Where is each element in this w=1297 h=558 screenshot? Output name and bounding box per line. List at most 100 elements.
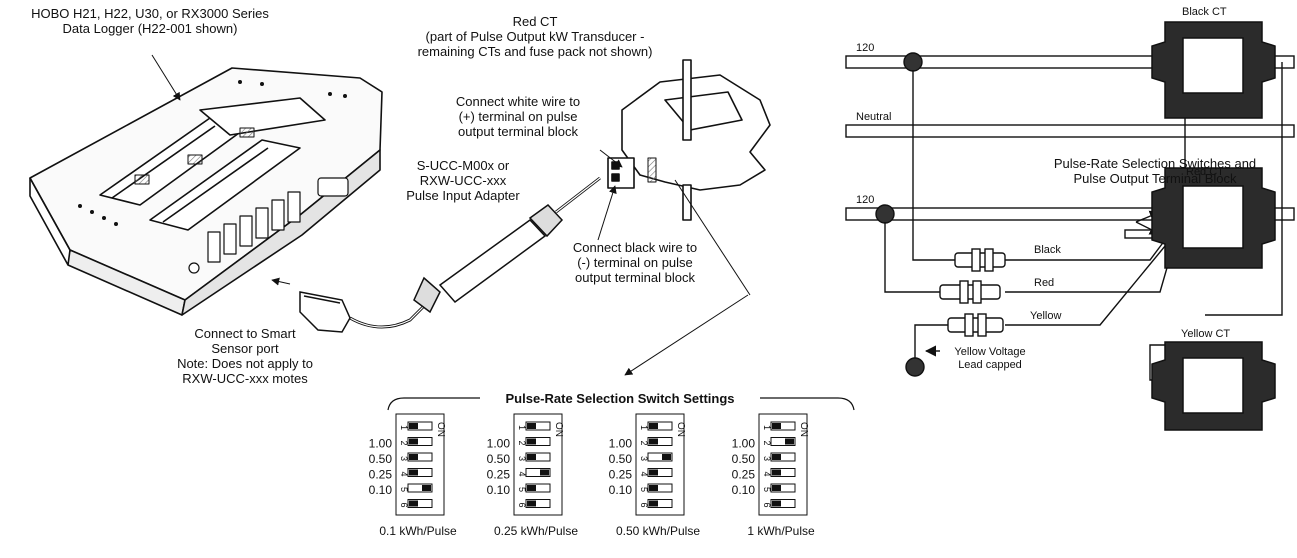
switch-number: 4 — [399, 472, 409, 477]
adapter-label-line1: S-UCC-M00x or — [416, 158, 510, 173]
switch-number: 2 — [762, 441, 772, 446]
switch-slot — [525, 437, 551, 446]
settings-bracket — [387, 397, 855, 411]
red-ct — [1151, 167, 1276, 269]
dip-housing — [513, 413, 563, 516]
rate-label: 0.10 — [609, 483, 633, 497]
switch-slot — [407, 468, 433, 477]
switch-number: 6 — [639, 503, 649, 508]
switch-number: 3 — [399, 456, 409, 461]
capped-lead-label-line2: Lead capped — [958, 359, 1022, 371]
switch-number: 2 — [399, 441, 409, 446]
switch-lever-off — [527, 485, 536, 491]
switch-caption: 0.25 kWh/Pulse — [494, 524, 578, 538]
pulse-input-adapter — [299, 176, 601, 333]
switch-slot — [407, 499, 433, 508]
red-ct-wiring-label: Red CT — [1186, 166, 1224, 178]
switch-slot — [770, 499, 796, 508]
logger-arrow — [151, 54, 181, 101]
rate-label: 0.10 — [487, 483, 511, 497]
switch-number: 1 — [762, 425, 772, 430]
switch-lever-off — [772, 454, 781, 460]
switch-number: 2 — [517, 441, 527, 446]
switch-lever-off — [772, 469, 781, 476]
switch-number: 3 — [762, 456, 772, 461]
switch-number: 5 — [517, 487, 527, 492]
switch-lever-off — [527, 423, 536, 429]
black-wire-label-line1: Connect black wire to — [572, 240, 698, 255]
lead-yellow-label: Yellow — [1030, 310, 1062, 322]
switch-slot — [407, 437, 433, 446]
rate-label: 1.00 — [732, 437, 756, 451]
rate-label: 1.00 — [609, 437, 633, 451]
rate-label: 0.10 — [369, 483, 393, 497]
smart-port-label: Connect to Smart Sensor port Note: Does … — [150, 326, 340, 386]
switch-number: 5 — [399, 487, 409, 492]
white-wire-label: Connect white wire to (+) terminal on pu… — [418, 94, 618, 139]
switch-slot — [407, 452, 433, 462]
switch-number: 6 — [399, 503, 409, 508]
switch-number: 6 — [762, 503, 772, 508]
switch-lever-off — [527, 454, 536, 460]
switch-caption: 1 kWh/Pulse — [747, 524, 815, 538]
switch-number: 1 — [399, 425, 409, 430]
switch-lever-off — [772, 500, 781, 507]
smart-port-label-line4: RXW-UCC-xxx motes — [182, 371, 308, 386]
red-ct-label-line2: (part of Pulse Output kW Transducer - — [425, 29, 645, 44]
adapter-label-line2: RXW-UCC-xxx — [419, 173, 507, 188]
switch-number: 6 — [517, 503, 527, 508]
rate-label: 0.25 — [487, 468, 511, 482]
rate-label: 0.50 — [487, 452, 511, 466]
black-ct-label: Black CT — [1182, 6, 1227, 18]
switch-number: 4 — [517, 472, 527, 477]
switch-lever-off — [772, 485, 781, 491]
switch-slot — [647, 421, 673, 431]
rate-label: 1.00 — [487, 437, 511, 451]
switch-slot — [647, 483, 673, 493]
dip-housing — [758, 413, 808, 516]
switch-lever-off — [649, 500, 658, 507]
dip-housing — [635, 413, 685, 516]
black-ct — [1151, 21, 1276, 119]
smart-port-label-line1: Connect to Smart — [194, 326, 296, 341]
switch-number: 5 — [639, 487, 649, 492]
rate-label: 1.00 — [369, 437, 393, 451]
lead-black-label: Black — [1034, 244, 1061, 256]
settings-title: Pulse-Rate Selection Switch Settings — [505, 391, 735, 406]
black-wire-label: Connect black wire to (-) terminal on pu… — [540, 240, 730, 285]
on-label: ON — [553, 422, 564, 437]
switches-terminal-label-line2: Pulse Output Terminal Block — [1073, 171, 1237, 186]
switch-slot — [770, 483, 796, 493]
switch-number: 4 — [639, 472, 649, 477]
rate-label: 0.50 — [369, 452, 393, 466]
yellow-ct — [1151, 341, 1276, 431]
switch-slot — [647, 452, 673, 462]
switch-number: 3 — [639, 456, 649, 461]
switch-number: 5 — [762, 487, 772, 492]
switch-slot — [770, 421, 796, 431]
switch-number: 3 — [517, 456, 527, 461]
rate-label: 0.10 — [732, 483, 756, 497]
rate-label: 0.25 — [369, 468, 393, 482]
switches-terminal-label: Pulse-Rate Selection Switches and Pulse … — [1040, 156, 1270, 186]
switch-slot — [525, 468, 551, 477]
switch-lever-off — [649, 438, 658, 445]
switch-lever-off — [409, 469, 418, 476]
red-ct-label-line3: remaining CTs and fuse pack not shown) — [417, 44, 653, 59]
switch-slot — [770, 468, 796, 477]
on-label: ON — [435, 422, 446, 437]
settings-arrow — [624, 294, 749, 376]
switch-slot — [525, 421, 551, 431]
switch-lever-off — [409, 423, 418, 429]
white-wire-label-line1: Connect white wire to — [455, 94, 581, 109]
switch-lever-off — [409, 438, 418, 445]
switch-number: 1 — [517, 425, 527, 430]
settings-leader — [674, 179, 751, 296]
smart-port-label-line2: Sensor port — [211, 341, 279, 356]
lead-red-label: Red — [1034, 277, 1055, 289]
switch-lever-off — [772, 423, 781, 429]
switch-lever-on — [785, 438, 794, 445]
switch-number: 1 — [639, 425, 649, 430]
